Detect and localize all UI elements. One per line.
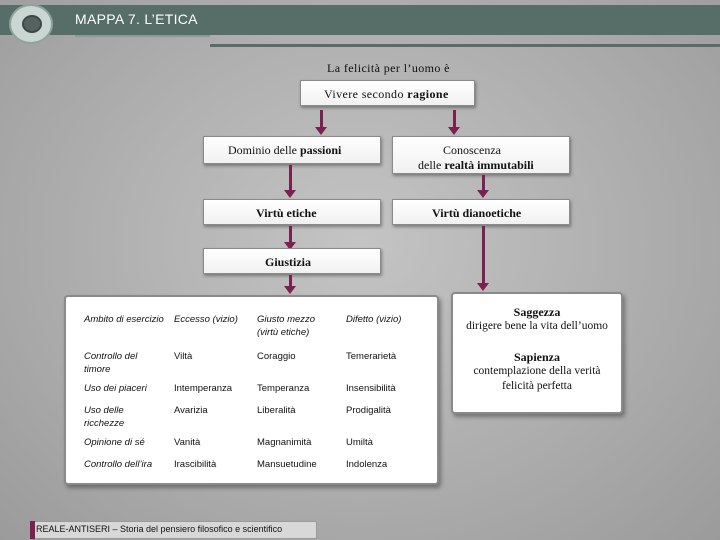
table-header: Ambito di esercizio [84,314,164,325]
table-header: Difetto (vizio) [346,314,402,325]
arrow-head-dianoetiche [477,190,489,198]
conoscenza-line1: Conoscenza [443,143,501,157]
conoscenza-bold: realtà immutabili [444,158,534,172]
page-title: MAPPA 7. L’ETICA [75,11,198,27]
table-cell: Umiltà [346,437,373,448]
saggezza-title: Saggezza [513,305,561,319]
arrow-conoscenza-dianoetiche [482,175,485,191]
conoscenza-box [392,136,570,174]
logo-circle-icon [9,4,53,44]
giustizia-box [203,248,381,274]
table-cell: Vanità [174,437,201,448]
table-cell: Prodigalità [346,405,391,416]
virtu-dianoetiche-box [392,199,570,225]
table-cell: Coraggio [257,351,296,362]
footer-accent [30,521,35,539]
sapienza-desc-1: contemplazione della verità [473,365,601,377]
arrow-dianoetiche-panel [482,226,485,284]
conoscenza-line2: delle realtà immutabili [418,158,534,173]
footer-credit: REALE-ANTISERI – Storia del pensiero fil… [36,524,283,534]
dominio-box [203,136,381,164]
giustizia-label: Giustizia [265,255,312,269]
arrow-head-giustizia [284,242,296,250]
table-cell: Temperanza [257,383,310,394]
table-cell: Viltà [174,351,193,362]
table-cell: Indolenza [346,459,388,470]
arrow-head-conoscenza [448,127,460,135]
sapienza-desc-2: felicità perfetta [502,380,572,392]
vivere-label: Vivere secondo ragione [324,87,449,102]
vivere-bold: ragione [407,87,449,101]
felicita-label: La felicità per l’uomo è [327,61,450,75]
header-rule-right [210,44,720,47]
arrow-head-panel [477,283,489,291]
table-header: Eccesso (vizio) [174,314,238,325]
table-cell: Liberalità [257,405,296,416]
arrow-head-etiche [284,190,296,198]
table-cell: Controllo del timore [84,351,138,375]
sapienza-title: Sapienza [513,350,560,364]
arrow-head-table [284,286,296,294]
logo-dot-icon [22,15,42,33]
arrow-head-dominio [315,127,327,135]
arrow-dominio-etiche [289,165,292,191]
table-cell: Mansuetudine [257,459,317,470]
table-cell: Insensibilità [346,383,396,394]
vivere-text: Vivere secondo [324,87,408,101]
arrow-vivere-dominio [320,110,323,128]
virtu-etiche-label: Virtù etiche [256,206,317,220]
table-cell: Avarizia [174,405,208,416]
virtu-dianoetiche-label: Virtù dianoetiche [432,206,522,220]
arrow-etiche-giustizia [289,226,292,244]
title-bar [0,5,720,35]
header-rule-left [75,35,210,37]
arrow-giustizia-table [289,275,292,288]
table-cell: Uso delle ricchezze [84,405,125,429]
table-cell: Uso dei piaceri [84,383,147,394]
virtue-table-panel [64,295,439,485]
virtu-etiche-box [203,199,381,225]
dominio-label: Dominio delle passioni [228,143,341,158]
dianoetiche-panel [451,292,623,414]
table-cell: Controllo dell’ira [84,459,153,470]
table-cell: Temerarietà [346,351,397,362]
vivere-box [300,80,475,106]
saggezza-desc: dirigere bene la vita dell’uomo [466,320,608,332]
arrow-vivere-conoscenza [453,110,456,128]
table-header: Giusto mezzo (virtù etiche) [257,314,316,338]
table-cell: Magnanimità [257,437,312,448]
dominio-bold: passioni [300,143,342,157]
table-cell: Irascibilità [174,459,217,470]
conoscenza-text: delle [418,158,445,172]
table-cell: Intemperanza [174,383,233,394]
table-cell: Opinione di sé [84,437,145,448]
dominio-text: Dominio delle [228,143,300,157]
